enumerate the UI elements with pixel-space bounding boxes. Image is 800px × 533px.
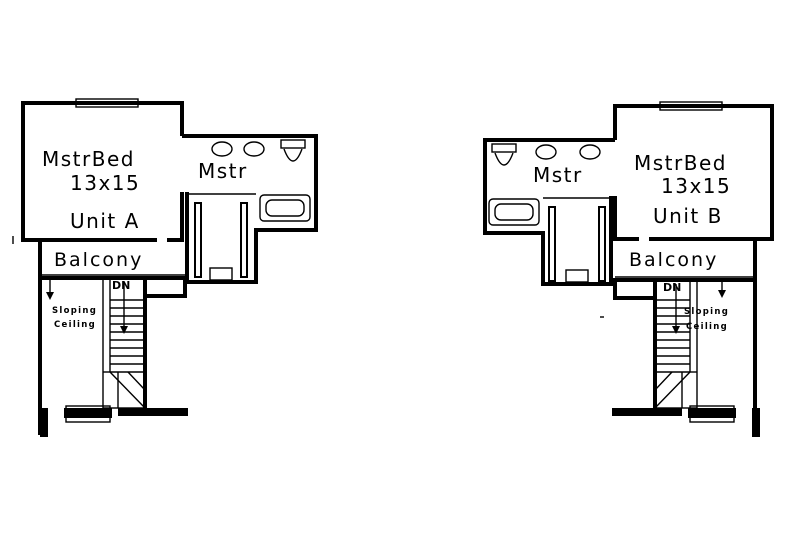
unit-a-closet-shelf (209, 267, 233, 281)
unit-b-closet-shelf (565, 269, 589, 283)
unit-b-toilet (491, 143, 517, 153)
unit-a-bath-walls (182, 134, 318, 284)
unit-b-staircase (654, 279, 698, 409)
unit-a-bedroom-size: 13x15 (70, 171, 140, 195)
unit-a-stair-dn-label: DN (112, 279, 130, 292)
unit-b-sink-left (535, 144, 557, 160)
unit-a-bathtub (259, 194, 311, 222)
unit-a-ceiling-line1: Sloping (52, 306, 97, 316)
unit-a-closet-right (240, 202, 248, 278)
unit-b-plan: MstrBed 13x15 Unit B Mstr Balcony DN Slo… (483, 101, 774, 437)
unit-b-bedroom-size: 13x15 (661, 174, 731, 198)
unit-a-balcony-walls (38, 240, 187, 298)
unit-a-bedroom-walls (21, 101, 184, 242)
unit-b-ceiling-line1: Sloping (684, 307, 729, 317)
unit-a-toilet (280, 139, 306, 149)
unit-a-ceiling-line2: Ceiling (54, 320, 96, 330)
unit-b-bathtub (488, 198, 540, 226)
unit-a-closet-left (194, 202, 202, 278)
unit-b-closet-left (548, 206, 556, 282)
unit-a-bedroom-name: MstrBed (42, 147, 135, 171)
unit-b-label: Unit B (653, 204, 723, 228)
unit-a-sink-right (243, 141, 265, 157)
unit-a-staircase (102, 277, 146, 409)
unit-b-stair-dn-label: DN (663, 281, 681, 294)
unit-a-bath-label: Mstr (198, 159, 248, 183)
unit-a-plan: MstrBed 13x15 Unit A Mstr Balcony DN Slo… (12, 98, 318, 437)
unit-b-balcony-walls (613, 239, 757, 300)
unit-a-balcony-label: Balcony (54, 249, 143, 271)
unit-a-ceiling-arrow (46, 292, 54, 300)
unit-b-sink-right (579, 144, 601, 160)
unit-b-bedroom-walls (613, 104, 774, 241)
unit-b-balcony-label: Balcony (629, 249, 718, 271)
unit-a-label: Unit A (70, 209, 140, 233)
unit-b-bedroom-name: MstrBed (634, 151, 727, 175)
unit-b-floor-slab (612, 408, 760, 437)
unit-b-closet-right (598, 206, 606, 282)
unit-a-sink-left (211, 141, 233, 157)
unit-b-bath-label: Mstr (533, 163, 583, 187)
unit-b-ceiling-arrow (718, 290, 726, 298)
unit-b-bath-walls (483, 138, 615, 286)
unit-b-ceiling-line2: Ceiling (686, 322, 728, 332)
unit-a-floor-slab (40, 408, 188, 437)
